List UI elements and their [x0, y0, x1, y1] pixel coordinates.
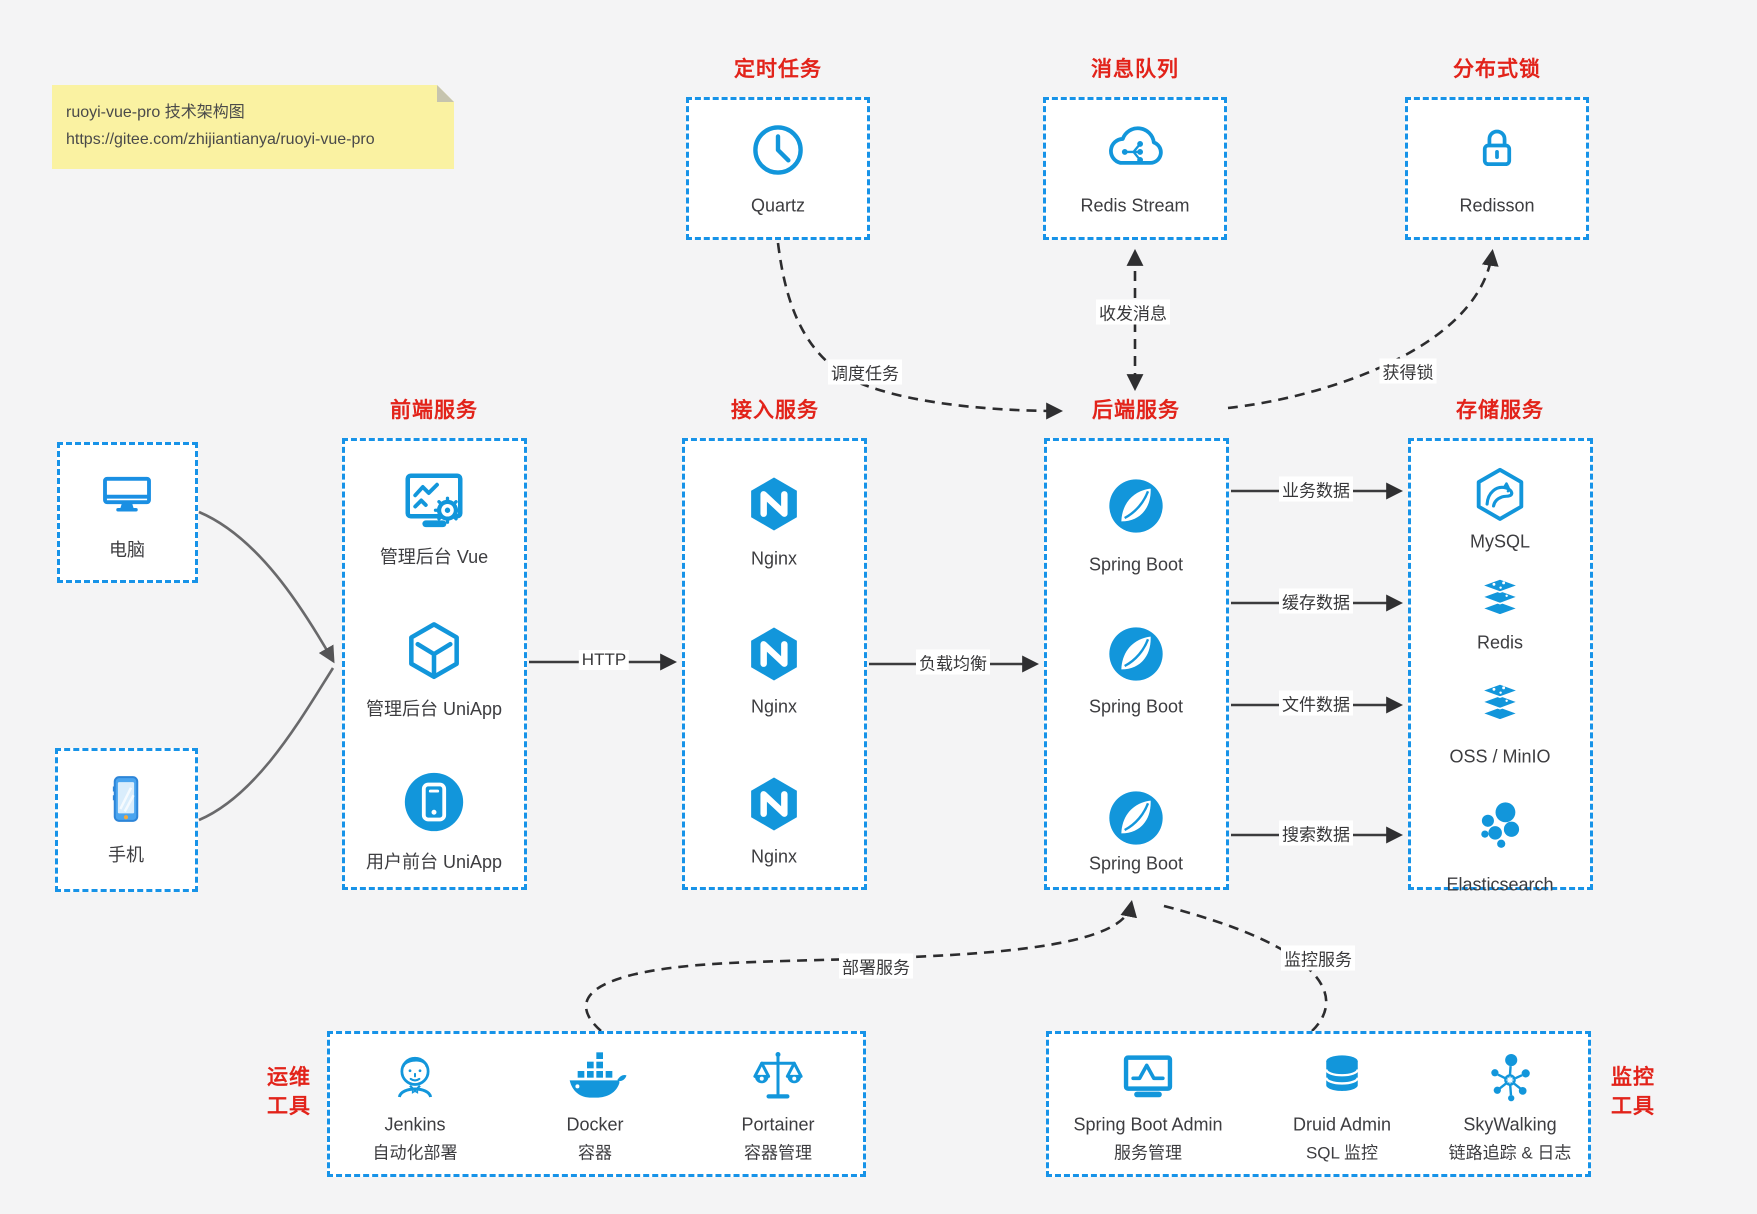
edge-acquire-lock [1227, 248, 1499, 410]
edge-label-http: HTTP [578, 650, 630, 670]
desktop-icon [94, 463, 160, 529]
nginx-label: Nginx [750, 548, 798, 569]
edge-label-acquire-lock: 获得锁 [1379, 358, 1437, 384]
skywalking-name: SkyWalking [1463, 1114, 1557, 1135]
edge-label-monitor-service: 监控服务 [1281, 945, 1355, 971]
springboot-admin-icon [1117, 1046, 1179, 1108]
nginx-icon [743, 473, 805, 535]
cloud-network-icon [1100, 114, 1170, 184]
skywalking-icon [1481, 1048, 1539, 1106]
edge-schedule-task [776, 242, 1064, 420]
lock-icon [1469, 121, 1525, 177]
group-title-access: 接入服务 [731, 399, 819, 422]
group-title-scheduled-tasks: 定时任务 [734, 58, 822, 81]
note-title: ruoyi-vue-pro 技术架构图 [66, 104, 245, 121]
druid-icon [1314, 1049, 1370, 1105]
druid-subtitle: SQL 监控 [1305, 1143, 1379, 1163]
group-title-backend: 后端服务 [1092, 399, 1180, 422]
nginx-icon [743, 623, 805, 685]
edge-label-load-balance: 负载均衡 [916, 649, 990, 675]
spring-boot-label: Spring Boot [1088, 554, 1184, 575]
computer-label: 电脑 [109, 540, 145, 560]
quartz-box [686, 97, 870, 240]
spring-icon [1104, 622, 1168, 686]
group-title-storage: 存储服务 [1456, 399, 1544, 422]
portainer-subtitle: 容器管理 [744, 1143, 812, 1163]
spring-icon [1104, 474, 1168, 538]
sticky-note: ruoyi-vue-pro 技术架构图 https://gitee.com/zh… [52, 85, 454, 169]
redis-label: Redis [1476, 632, 1524, 653]
quartz-label: Quartz [750, 195, 806, 216]
user-uniapp-label: 用户前台 UniApp [365, 852, 503, 872]
group-title-distributed-lock: 分布式锁 [1453, 58, 1541, 81]
oss-icon [1471, 676, 1529, 734]
jenkins-subtitle: 自动化部署 [372, 1143, 458, 1163]
ops-tools-title-line1: 运维 [267, 1066, 311, 1089]
mobile-app-icon [399, 767, 469, 837]
spring-icon [1104, 786, 1168, 850]
redis-stream-label: Redis Stream [1080, 195, 1190, 216]
elasticsearch-label: Elasticsearch [1446, 874, 1554, 895]
monitor-tools-title-line2: 工具 [1611, 1095, 1655, 1118]
edge-computer-to-frontend [198, 510, 335, 664]
monitor-tools-title: 监控 工具 [1611, 1063, 1655, 1121]
redis-icon [1471, 571, 1529, 629]
springboot-admin-subtitle: 服务管理 [1114, 1143, 1182, 1163]
clock-icon [747, 119, 809, 181]
admin-vue-label: 管理后台 Vue [379, 547, 489, 567]
edge-label-cache-data: 缓存数据 [1279, 588, 1353, 614]
ops-tools-title-line2: 工具 [267, 1095, 311, 1118]
redisson-box [1405, 97, 1589, 240]
docker-subtitle: 容器 [578, 1143, 612, 1163]
phone-label: 手机 [108, 845, 144, 865]
admin-uniapp-label: 管理后台 UniApp [365, 699, 503, 719]
edge-label-file-data: 文件数据 [1279, 690, 1353, 716]
druid-name: Druid Admin [1292, 1114, 1392, 1135]
phone-icon [96, 769, 156, 829]
ops-tools-title: 运维 工具 [267, 1063, 311, 1121]
monitor-tools-box [1046, 1031, 1591, 1177]
group-title-frontend: 前端服务 [390, 399, 478, 422]
note-fold-corner [437, 85, 454, 102]
group-title-message-queue: 消息队列 [1091, 58, 1179, 81]
nginx-label: Nginx [750, 696, 798, 717]
docker-name: Docker [566, 1114, 624, 1135]
admin-vue-icon [398, 466, 470, 538]
cube-icon [400, 618, 468, 686]
mysql-icon [1469, 464, 1531, 526]
springboot-admin-name: Spring Boot Admin [1073, 1114, 1223, 1135]
spring-boot-label: Spring Boot [1088, 853, 1184, 874]
edge-label-search-data: 搜索数据 [1279, 820, 1353, 846]
jenkins-name: Jenkins [384, 1114, 446, 1135]
computer-box [57, 442, 198, 583]
edge-phone-to-frontend [198, 667, 335, 822]
portainer-icon [748, 1047, 808, 1107]
nginx-label: Nginx [750, 846, 798, 867]
mysql-label: MySQL [1469, 531, 1531, 552]
edge-label-send-receive-message: 收发消息 [1096, 299, 1170, 325]
jenkins-icon [385, 1047, 445, 1107]
redis-stream-box [1043, 97, 1227, 240]
docker-icon [563, 1045, 627, 1109]
elasticsearch-icon [1471, 796, 1529, 854]
spring-boot-label: Spring Boot [1088, 696, 1184, 717]
oss-minio-label: OSS / MinIO [1449, 746, 1551, 767]
note-url: https://gitee.com/zhijiantianya/ruoyi-vu… [66, 131, 375, 148]
monitor-tools-title-line1: 监控 [1611, 1066, 1655, 1089]
redisson-label: Redisson [1459, 195, 1535, 216]
portainer-name: Portainer [741, 1114, 815, 1135]
edge-label-schedule-task: 调度任务 [828, 359, 902, 385]
nginx-icon [743, 773, 805, 835]
edge-label-deploy-service: 部署服务 [839, 953, 913, 979]
edge-label-business-data: 业务数据 [1279, 476, 1353, 502]
skywalking-subtitle: 链路追踪 & 日志 [1448, 1143, 1572, 1163]
